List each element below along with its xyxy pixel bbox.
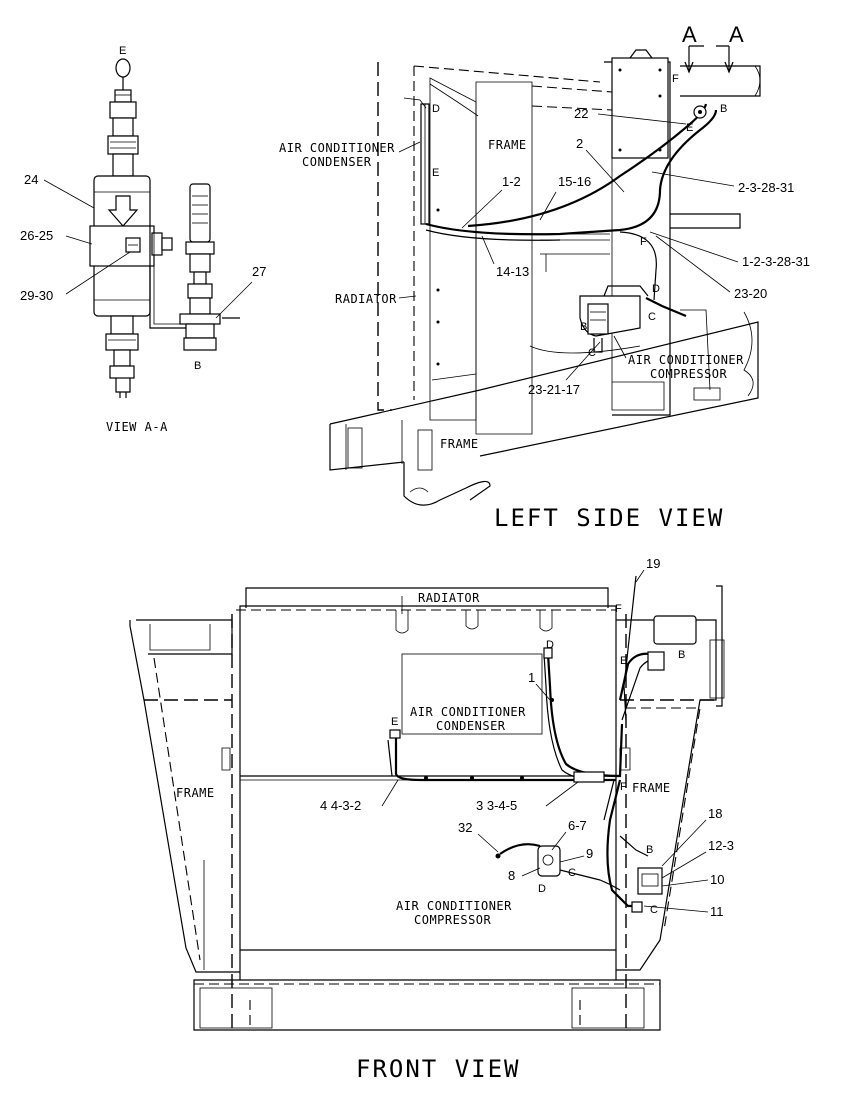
pressure-switch <box>189 183 211 243</box>
radiator-top <box>245 587 609 608</box>
label-b: B <box>194 360 201 372</box>
name-condenser-1: AIR CONDITIONER <box>279 141 395 155</box>
hose-right <box>546 653 624 778</box>
condenser-box <box>401 653 543 735</box>
callout-23-21-17: 23-21-17 <box>528 382 580 397</box>
accumulator <box>653 615 697 645</box>
letter-f-mid: F <box>640 236 647 248</box>
letter-b-top: B <box>678 649 685 661</box>
front-view: D E F E B F B C C D RADIATOR AIR CONDITI… <box>129 556 734 1083</box>
callout-6-7: 6-7 <box>568 818 587 833</box>
label-e: E <box>119 45 126 57</box>
letter-e-top: E <box>686 122 693 134</box>
section-line <box>688 45 730 72</box>
callout-24: 24 <box>24 172 38 187</box>
callout-22: 22 <box>574 106 588 121</box>
callout-8: 8 <box>508 868 515 883</box>
name-compressor-2: COMPRESSOR <box>414 913 492 927</box>
letter-c-low: C <box>588 347 596 359</box>
name-radiator: RADIATOR <box>418 591 480 605</box>
view-aa: E 24 26-25 29-30 27 B VIEW A-A <box>20 45 266 434</box>
letter-c-comp: C <box>648 311 656 323</box>
callout-18: 18 <box>708 806 722 821</box>
section-marker-a-left: A <box>682 22 697 47</box>
clamp-band <box>89 225 155 267</box>
name-radiator: RADIATOR <box>335 292 397 306</box>
frame-left <box>129 620 240 973</box>
callout-4-4-3-2: 4 4-3-2 <box>320 798 361 813</box>
callout-23-20: 23-20 <box>734 286 767 301</box>
letter-b-top: B <box>720 103 727 115</box>
callout-29-30: 29-30 <box>20 288 53 303</box>
callout-27: 27 <box>252 264 266 279</box>
base-frame <box>329 321 759 457</box>
letter-e: E <box>391 716 398 728</box>
name-frame-bottom: FRAME <box>440 437 479 451</box>
callout-1: 1 <box>528 670 535 685</box>
letter-e: E <box>432 167 439 179</box>
eye-fitting-top <box>115 58 131 78</box>
flow-arrow-icon <box>107 195 139 227</box>
hose-discharge <box>425 109 718 236</box>
callout-14-13: 14-13 <box>496 264 529 279</box>
callout-3-3-4-5: 3 3-4-5 <box>476 798 517 813</box>
letter-d: D <box>546 639 554 651</box>
accumulator-box <box>611 57 669 159</box>
callout-9: 9 <box>586 846 593 861</box>
letter-d-comp: D <box>538 883 546 895</box>
switch-block <box>637 867 663 895</box>
name-frame-left: FRAME <box>176 786 215 800</box>
callout-26-25: 26-25 <box>20 228 53 243</box>
hose-compressor-out <box>606 779 640 908</box>
callout-2-3-28-31: 2-3-28-31 <box>738 180 794 195</box>
left-side-view-caption: LEFT SIDE VIEW <box>494 504 724 532</box>
name-compressor-1: AIR CONDITIONER <box>396 899 512 913</box>
letter-c-comp: C <box>568 867 576 879</box>
callout-11: 11 <box>710 904 724 919</box>
callout-10: 10 <box>710 872 724 887</box>
letter-b-switch: B <box>646 844 653 856</box>
letter-b-comp: B <box>580 321 587 333</box>
name-frame-top: FRAME <box>488 138 527 152</box>
name-compressor-1: AIR CONDITIONER <box>628 353 744 367</box>
callout-32: 32 <box>458 820 472 835</box>
letter-d-comp: D <box>652 283 660 295</box>
left-side-view: A A D <box>279 22 810 532</box>
name-compressor-2: COMPRESSOR <box>650 367 728 381</box>
letter-d: D <box>432 103 440 115</box>
view-aa-caption: VIEW A-A <box>106 420 168 434</box>
bracket <box>149 226 186 329</box>
letter-f-top: F <box>615 603 622 615</box>
front-view-caption: FRONT VIEW <box>356 1055 521 1083</box>
callout-1-2: 1-2 <box>502 174 521 189</box>
radiator-outline <box>377 62 392 411</box>
name-condenser-2: CONDENSER <box>302 155 372 169</box>
frame-upright <box>475 81 533 435</box>
letter-e-right: E <box>620 655 627 667</box>
callout-1-2-3-28-31: 1-2-3-28-31 <box>742 254 810 269</box>
base-frame <box>193 979 661 1031</box>
name-frame-right: FRAME <box>632 781 671 795</box>
section-marker-a-right: A <box>729 22 744 47</box>
condenser-outline <box>429 77 477 421</box>
name-condenser-1: AIR CONDITIONER <box>410 705 526 719</box>
letter-f-mid: F <box>620 781 627 793</box>
callout-2: 2 <box>576 136 583 151</box>
letter-c-switch: C <box>650 904 658 916</box>
hose-bottom <box>394 734 616 782</box>
callout-19: 19 <box>646 556 660 571</box>
compressor <box>537 845 561 877</box>
name-condenser-2: CONDENSER <box>436 719 506 733</box>
callout-15-16: 15-16 <box>558 174 591 189</box>
letter-f-top: F <box>672 73 679 85</box>
callout-12-3: 12-3 <box>708 838 734 853</box>
